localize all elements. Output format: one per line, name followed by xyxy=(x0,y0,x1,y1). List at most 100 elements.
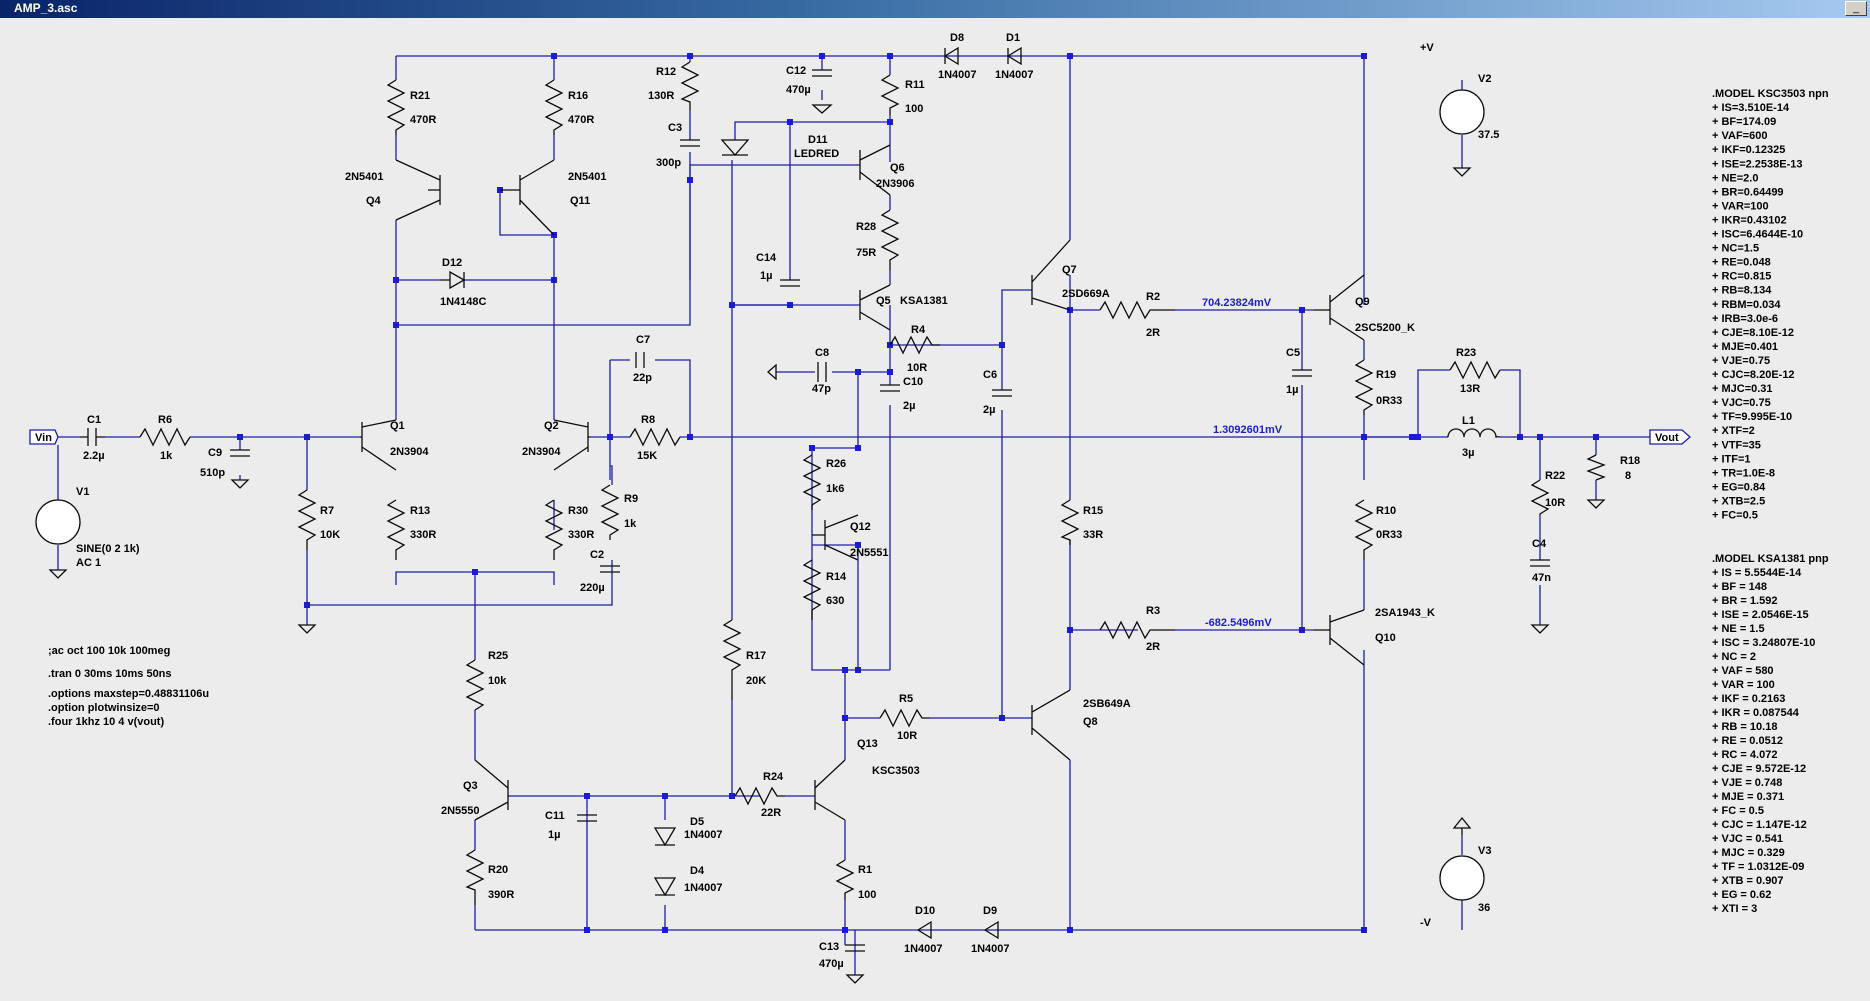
C9-symbol[interactable] xyxy=(230,449,250,457)
d11-value[interactable]: LEDRED xyxy=(794,148,839,160)
r28-value[interactable]: 75R xyxy=(856,247,876,259)
C13-symbol[interactable] xyxy=(845,944,865,952)
r4-designator[interactable]: R4 xyxy=(911,324,926,336)
v3-value[interactable]: 36 xyxy=(1478,902,1490,914)
d8-designator[interactable]: D8 xyxy=(950,32,964,44)
q6-designator[interactable]: Q6 xyxy=(890,162,905,174)
R30-symbol[interactable] xyxy=(544,499,564,560)
C5-symbol[interactable] xyxy=(1292,369,1312,377)
q12-value[interactable]: 2N5551 xyxy=(850,547,889,559)
R4-symbol[interactable] xyxy=(889,335,940,355)
r22-value[interactable]: 10R xyxy=(1545,497,1565,509)
v2-value[interactable]: 37.5 xyxy=(1478,129,1499,141)
D9-symbol[interactable] xyxy=(983,920,999,940)
q10-designator[interactable]: Q10 xyxy=(1375,632,1396,644)
c14-designator[interactable]: C14 xyxy=(756,252,777,264)
C7-symbol[interactable] xyxy=(635,352,645,368)
q8-designator[interactable]: Q8 xyxy=(1083,716,1098,728)
vout-port[interactable] xyxy=(1649,429,1691,445)
q7-value[interactable]: 2SD669A xyxy=(1062,288,1110,300)
C3-symbol[interactable] xyxy=(680,139,700,147)
c10-value[interactable]: 2µ xyxy=(903,400,915,412)
c1-designator[interactable]: C1 xyxy=(87,414,101,426)
q2-value[interactable]: 2N3904 xyxy=(522,446,561,458)
R17-symbol[interactable] xyxy=(722,619,742,700)
C14-symbol[interactable] xyxy=(780,279,800,287)
r7-designator[interactable]: R7 xyxy=(320,505,334,517)
c12-value[interactable]: 470µ xyxy=(786,84,811,96)
Q2-symbol[interactable] xyxy=(553,419,590,471)
D1-symbol[interactable] xyxy=(1006,46,1022,66)
q10-value[interactable]: 2SA1943_K xyxy=(1375,607,1435,619)
r30-value[interactable]: 330R xyxy=(568,529,594,541)
Q6-symbol[interactable] xyxy=(859,144,891,196)
c12-designator[interactable]: C12 xyxy=(786,65,806,77)
q9-value[interactable]: 2SC5200_K xyxy=(1355,322,1415,334)
c8-designator[interactable]: C8 xyxy=(815,347,829,359)
q3-designator[interactable]: Q3 xyxy=(463,780,478,792)
r10-value[interactable]: 0R33 xyxy=(1376,529,1402,541)
D8-symbol[interactable] xyxy=(943,46,959,66)
R3-symbol[interactable] xyxy=(1099,620,1175,640)
R6-symbol[interactable] xyxy=(139,427,191,447)
r22-designator[interactable]: R22 xyxy=(1545,470,1565,482)
r7-value[interactable]: 10K xyxy=(320,529,340,541)
d5-designator[interactable]: D5 xyxy=(690,816,704,828)
r13-value[interactable]: 330R xyxy=(410,529,436,541)
c11-value[interactable]: 1µ xyxy=(548,829,560,841)
r11-designator[interactable]: R11 xyxy=(905,79,925,91)
q13-designator[interactable]: Q13 xyxy=(857,738,878,750)
c5-value[interactable]: 1µ xyxy=(1286,384,1298,396)
q3-value[interactable]: 2N5550 xyxy=(441,805,480,817)
Q9-symbol[interactable] xyxy=(1314,274,1365,341)
C4-symbol[interactable] xyxy=(1530,559,1550,567)
q11-value[interactable]: 2N5401 xyxy=(568,171,607,183)
R1-symbol[interactable] xyxy=(835,859,855,900)
vin-port[interactable] xyxy=(29,429,59,445)
v1-value[interactable]: AC 1 xyxy=(76,557,101,569)
c10-designator[interactable]: C10 xyxy=(903,376,923,388)
V1-symbol[interactable] xyxy=(35,499,81,545)
Q8-symbol[interactable] xyxy=(1031,689,1071,761)
Q4-symbol[interactable] xyxy=(395,159,441,221)
c8-value[interactable]: 47p xyxy=(812,383,831,395)
R5-symbol[interactable] xyxy=(879,708,930,728)
q13-value[interactable]: KSC3503 xyxy=(872,765,920,777)
Q3-symbol[interactable] xyxy=(474,759,509,821)
r23-value[interactable]: 13R xyxy=(1460,383,1480,395)
r1-designator[interactable]: R1 xyxy=(858,864,872,876)
r10-designator[interactable]: R10 xyxy=(1376,505,1396,517)
r2-value[interactable]: 2R xyxy=(1146,327,1160,339)
R28-symbol[interactable] xyxy=(880,209,900,270)
R19-symbol[interactable] xyxy=(1354,359,1374,415)
D11-symbol[interactable] xyxy=(720,139,750,156)
d9-designator[interactable]: D9 xyxy=(983,905,997,917)
r28-designator[interactable]: R28 xyxy=(856,221,876,233)
r13-designator[interactable]: R13 xyxy=(410,505,430,517)
d4-value[interactable]: 1N4007 xyxy=(684,882,723,894)
C10-symbol[interactable] xyxy=(880,384,900,392)
r9-value[interactable]: 1k xyxy=(624,518,637,530)
D12-symbol[interactable] xyxy=(440,270,466,290)
C8-symbol[interactable] xyxy=(817,362,827,382)
r6-value[interactable]: 1k xyxy=(160,450,173,462)
c2-value[interactable]: 220µ xyxy=(580,582,605,594)
r30-designator[interactable]: R30 xyxy=(568,505,588,517)
d12-designator[interactable]: D12 xyxy=(442,257,462,269)
d5-value[interactable]: 1N4007 xyxy=(684,829,723,841)
q1-designator[interactable]: Q1 xyxy=(390,420,405,432)
r5-designator[interactable]: R5 xyxy=(899,693,913,705)
Q12-symbol[interactable] xyxy=(812,514,859,561)
c14-value[interactable]: 1µ xyxy=(760,270,772,282)
L1-symbol[interactable] xyxy=(1447,428,1501,438)
r12-value[interactable]: 130R xyxy=(648,90,674,102)
R15-symbol[interactable] xyxy=(1060,499,1080,545)
q7-designator[interactable]: Q7 xyxy=(1062,264,1077,276)
q8-value[interactable]: 2SB649A xyxy=(1083,698,1131,710)
R23-symbol[interactable] xyxy=(1449,360,1501,380)
r9-designator[interactable]: R9 xyxy=(624,493,638,505)
R25-symbol[interactable] xyxy=(465,659,485,711)
c13-value[interactable]: 470µ xyxy=(819,958,844,970)
r8-designator[interactable]: R8 xyxy=(641,414,655,426)
q2-designator[interactable]: Q2 xyxy=(544,420,559,432)
